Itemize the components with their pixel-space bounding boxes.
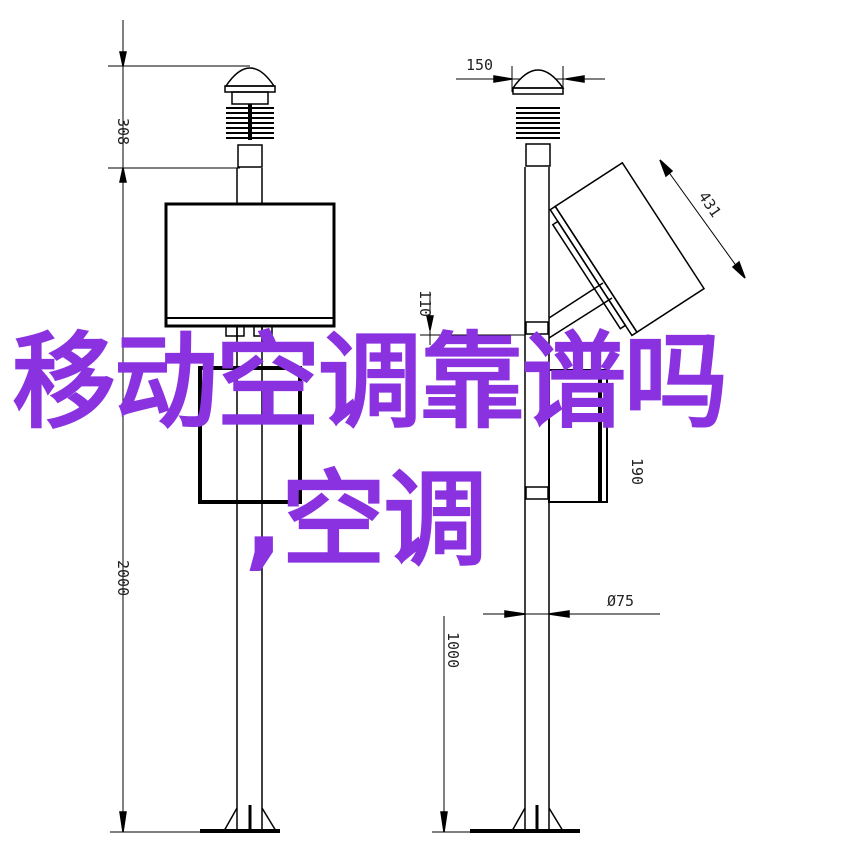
dim-lower-height: 1000 — [444, 632, 462, 668]
dim-sensor-height: 308 — [114, 118, 132, 145]
dim-bracket-spacing: 110 — [416, 290, 434, 317]
overlay-title-line1: 移动空调靠谱吗 — [12, 321, 728, 443]
dim-total-height: 2000 — [114, 560, 132, 596]
dim-pole-diameter: Ø75 — [607, 592, 634, 610]
left-view: 308 2000 — [108, 20, 336, 833]
overlay-title-line2: ,空调 — [244, 459, 488, 581]
dim-panel-length: 431 — [695, 188, 725, 221]
dim-box-height: 190 — [628, 458, 646, 485]
right-view: 150 431 110 190 Ø75 — [416, 56, 746, 833]
dim-sensor-width: 150 — [466, 56, 493, 74]
